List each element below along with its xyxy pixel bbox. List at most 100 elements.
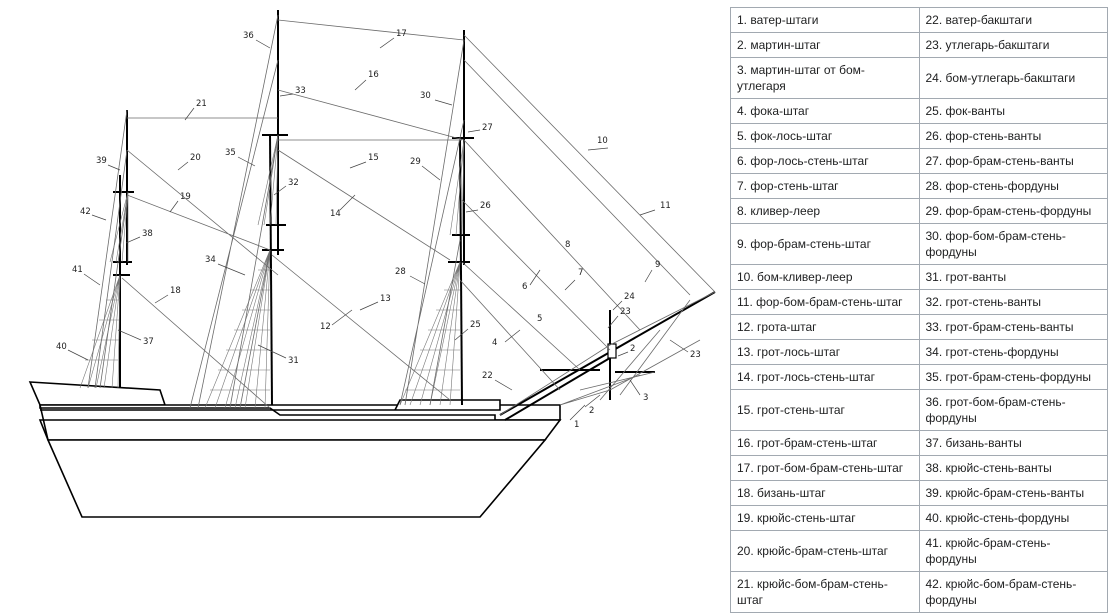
legend-cell: 24. бом-утлегарь-бакштаги xyxy=(918,57,1108,99)
label-23: 23 xyxy=(620,307,631,317)
legend-cell: 11. фор-бом-брам-стень-штаг xyxy=(730,289,920,315)
legend-cell: 5. фок-лось-штаг xyxy=(730,123,920,149)
masts xyxy=(113,10,474,406)
legend-cell: 6. фор-лось-стень-штаг xyxy=(730,148,920,174)
legend-cell: 20. крюйс-брам-стень-штаг xyxy=(730,530,920,572)
legend-cell: 37. бизань-ванты xyxy=(918,430,1108,456)
label-4: 4 xyxy=(492,338,497,348)
legend-cell: 1. ватер-штаги xyxy=(730,7,920,33)
label-7: 7 xyxy=(578,268,583,278)
label-17: 17 xyxy=(396,29,407,39)
legend-cell: 35. грот-брам-стень-фордуны xyxy=(918,364,1108,390)
legend-cell: 32. грот-стень-ванты xyxy=(918,289,1108,315)
label-15: 15 xyxy=(368,153,379,163)
legend-cell: 40. крюйс-стень-фордуны xyxy=(918,505,1108,531)
stays xyxy=(87,14,716,416)
label-2: 2 xyxy=(589,406,594,416)
label-35: 35 xyxy=(225,148,236,158)
legend-cell: 38. крюйс-стень-ванты xyxy=(918,455,1108,481)
legend-cell: 41. крюйс-брам-стень-фордуны xyxy=(918,530,1108,572)
legend-cell: 23. утлегарь-бакштаги xyxy=(918,32,1108,58)
label-25: 25 xyxy=(470,320,481,330)
label-3: 3 xyxy=(643,393,648,403)
legend-cell: 13. грот-лось-штаг xyxy=(730,339,920,365)
label-20: 20 xyxy=(190,153,201,163)
label-24: 24 xyxy=(624,292,635,302)
legend-cell: 31. грот-ванты xyxy=(918,264,1108,290)
legend-cell: 16. грот-брам-стень-штаг xyxy=(730,430,920,456)
bowsprit xyxy=(499,291,716,421)
legend-cell: 8. кливер-леер xyxy=(730,198,920,224)
legend-cell: 28. фор-стень-фордуны xyxy=(918,173,1108,199)
ship-rigging-diagram: 1 2 3 4 5 6 7 8 9 10 11 12 13 14 15 16 1… xyxy=(28,10,716,518)
label-12: 12 xyxy=(320,322,331,332)
label-27: 27 xyxy=(482,123,493,133)
label-32: 32 xyxy=(288,178,299,188)
legend-cell: 26. фор-стень-ванты xyxy=(918,123,1108,149)
legend-cell: 36. грот-бом-брам-стень-фордуны xyxy=(918,389,1108,431)
label-16: 16 xyxy=(368,70,379,80)
legend-cell: 9. фор-брам-стень-штаг xyxy=(730,223,920,265)
diagram-labels: 1 2 3 4 5 6 7 8 9 10 11 12 13 14 15 16 1… xyxy=(56,29,701,430)
label-19: 19 xyxy=(180,192,191,202)
label-21: 21 xyxy=(196,99,207,109)
label-10: 10 xyxy=(597,136,608,146)
label-9: 9 xyxy=(655,260,660,270)
legend-cell: 3. мартин-штаг от бом-утлегаря xyxy=(730,57,920,99)
legend-cell: 2. мартин-штаг xyxy=(730,32,920,58)
label-26: 26 xyxy=(480,201,491,211)
legend-cell: 22. ватер-бакштаги xyxy=(918,7,1108,33)
legend-cell: 25. фок-ванты xyxy=(918,98,1108,124)
label-18: 18 xyxy=(170,286,181,296)
label-6: 6 xyxy=(522,282,527,292)
hull xyxy=(28,381,562,518)
label-31: 31 xyxy=(288,356,299,366)
label-37: 37 xyxy=(143,337,154,347)
legend-cell: 33. грот-брам-стень-ванты xyxy=(918,314,1108,340)
legend-cell: 42. крюйс-бом-брам-стень-фордуны xyxy=(918,571,1108,613)
legend-cell: 30. фор-бом-брам-стень-фордуны xyxy=(918,223,1108,265)
label-40: 40 xyxy=(56,342,67,352)
label-2b: 2 xyxy=(630,344,635,354)
label-38: 38 xyxy=(142,229,153,239)
legend-cell: 10. бом-кливер-леер xyxy=(730,264,920,290)
label-34: 34 xyxy=(205,255,216,265)
label-36: 36 xyxy=(243,31,254,41)
label-5: 5 xyxy=(537,314,542,324)
label-33: 33 xyxy=(295,86,306,96)
legend-cell: 15. грот-стень-штаг xyxy=(730,389,920,431)
legend-cell: 29. фор-брам-стень-фордуны xyxy=(918,198,1108,224)
legend-cell: 14. грот-лось-стень-штаг xyxy=(730,364,920,390)
label-11: 11 xyxy=(660,201,671,211)
label-23b: 23 xyxy=(690,350,701,360)
label-13: 13 xyxy=(380,294,391,304)
legend-cell: 27. фор-брам-стень-ванты xyxy=(918,148,1108,174)
label-22: 22 xyxy=(482,371,493,381)
legend-cell: 34. грот-стень-фордуны xyxy=(918,339,1108,365)
label-14: 14 xyxy=(330,209,341,219)
label-42: 42 xyxy=(80,207,91,217)
legend-cell: 12. грота-штаг xyxy=(730,314,920,340)
label-39: 39 xyxy=(96,156,107,166)
label-29: 29 xyxy=(410,157,421,167)
legend-cell: 39. крюйс-брам-стень-ванты xyxy=(918,480,1108,506)
legend-cell: 18. бизань-штаг xyxy=(730,480,920,506)
